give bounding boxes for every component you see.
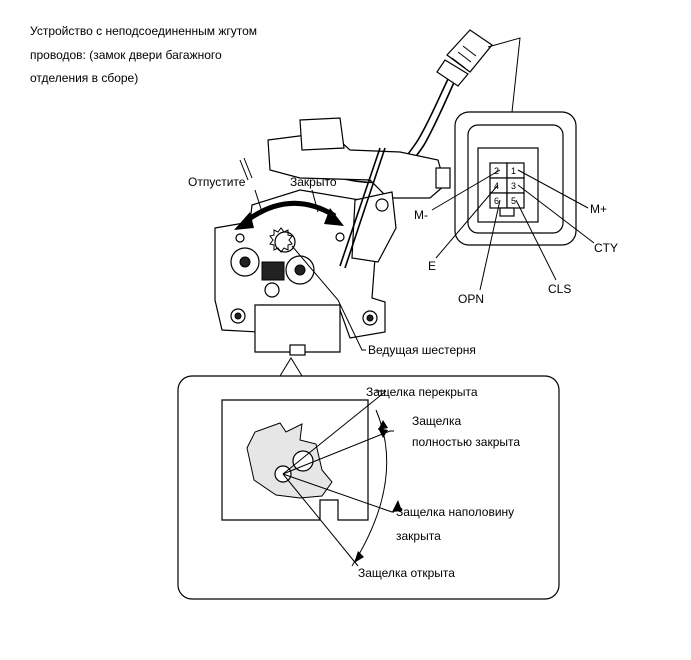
connector-zoom: 2 1 4 3 6 5 [454, 111, 577, 246]
latch-half-closed-1: Защелка наполовину [396, 505, 514, 519]
latch-half-closed-2: закрыта [396, 529, 441, 543]
latch-fully-closed-2: полностью закрыта [412, 435, 520, 449]
latch-leaders [282, 390, 394, 567]
pin-label-6: 6 [494, 196, 499, 206]
connector-callout-wedge [487, 37, 521, 113]
latch-assembly [214, 117, 451, 356]
closed-leader [311, 189, 319, 213]
pin-label-5: 5 [511, 196, 516, 206]
label-release: Отпустите [188, 175, 246, 189]
latch-striker [292, 450, 314, 472]
label-drive-gear: Ведущая шестерня [368, 343, 476, 357]
harness-plug [436, 29, 493, 87]
connector-leaders [431, 169, 595, 291]
latch-cam [246, 422, 333, 499]
terminal-cty: CTY [594, 241, 618, 255]
terminal-opn: OPN [458, 292, 484, 306]
release-leader [254, 189, 263, 213]
latch-open: Защелка открыта [358, 566, 455, 580]
caption-line-3: отделения в сборе) [30, 71, 138, 85]
terminal-cls: CLS [548, 282, 571, 296]
terminal-m-plus: M+ [590, 202, 607, 216]
pin-label-2: 2 [494, 166, 499, 176]
drive-gear-leader [291, 245, 366, 351]
caption-line-1: Устройство с неподсоединенным жгутом [30, 24, 257, 38]
pin-label-3: 3 [511, 181, 516, 191]
latch-overclosed: Защелка перекрыта [366, 385, 478, 399]
pin-label-1: 1 [511, 166, 516, 176]
pin-cell-5 [506, 192, 525, 209]
detail-callout-notch [279, 357, 303, 377]
caption-line-2: проводов: (замок двери багажного [30, 48, 222, 62]
terminal-m-minus: M- [414, 208, 428, 222]
terminal-e: E [428, 259, 436, 273]
latch-fully-closed-1: Защелка [412, 414, 461, 428]
rotation-arrow-icon [234, 200, 344, 230]
label-closed: Закрыто [290, 175, 337, 189]
connector-latch-tab [499, 207, 515, 217]
